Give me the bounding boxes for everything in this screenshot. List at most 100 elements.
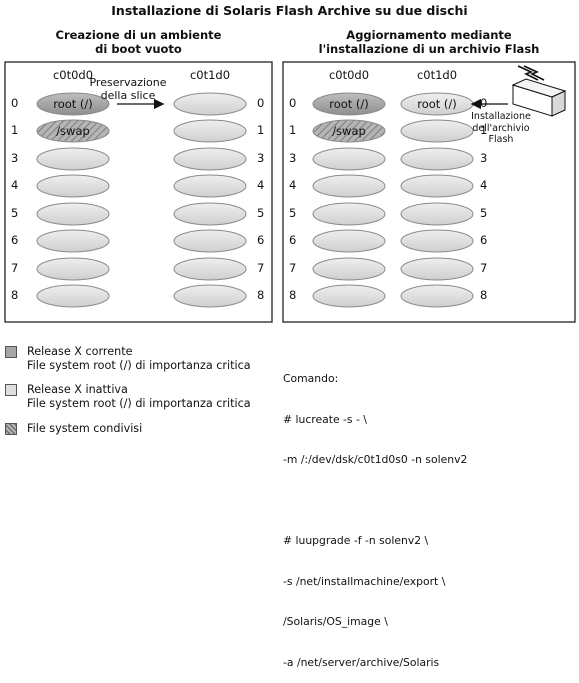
right-panel-c0t0d0-slice-5 (312, 202, 386, 226)
legend-item-shared: File system condivisi (27, 422, 143, 435)
flash-install-label: Installazione dell'archivio Flash (466, 111, 536, 146)
command-block: Comando: # lucreate -s - \ -m /:/dev/dsk… (283, 345, 467, 683)
slice-number-7: 7 (257, 261, 265, 275)
left-disk-swap-slice-label: /swap (56, 124, 90, 138)
install-label-line-1: Installazione (471, 111, 531, 122)
right-panel-disk-c0t0d0-label: c0t0d0 (328, 68, 370, 82)
right-panel-header: Aggiornamento mediante l'installazione d… (283, 28, 575, 56)
slice-number-3: 3 (11, 151, 19, 165)
right-panel-c0t1d0-slice-7 (400, 257, 474, 281)
left-panel-c0t1d0-slice-7 (173, 257, 247, 281)
left-panel-disk-c0t1d0-label: c0t1d0 (189, 68, 231, 82)
slice-number-8: 8 (257, 288, 265, 302)
preservation-label-line-2: della slice (100, 89, 156, 102)
left-panel-frame (4, 61, 273, 323)
legend-item-inactive: Release X inattiva File system root (/) … (27, 383, 251, 410)
left-panel-c0t1d0-slice-6 (173, 229, 247, 253)
slice-number-6: 6 (11, 233, 19, 247)
legend-inactive-line-2: File system root (/) di importanza criti… (27, 396, 251, 410)
left-panel-c0t1d0-slice-4 (173, 174, 247, 198)
slice-number-5: 5 (257, 206, 265, 220)
slice-number-7: 7 (289, 261, 297, 275)
slice-number-4: 4 (289, 178, 297, 192)
left-panel-c0t0d0-slice-8 (36, 284, 110, 308)
right-panel-c0t0d0-slice-6 (312, 229, 386, 253)
slice-number-4: 4 (11, 178, 19, 192)
slice-number-6: 6 (289, 233, 297, 247)
right-panel-c0t1d0-slice-8 (400, 284, 474, 308)
slice-number-0: 0 (480, 96, 488, 110)
install-label-line-2: dell'archivio (472, 122, 530, 134)
left-panel-c0t0d0-slice-0 (36, 92, 110, 116)
command-label: Comando: (283, 372, 339, 385)
left-panel-c0t0d0-slice-6 (36, 229, 110, 253)
lightning-bolt-icon (517, 65, 545, 81)
slice-number-8: 8 (480, 288, 488, 302)
slice-number-3: 3 (289, 151, 297, 165)
left-panel-c0t0d0-slice-1 (36, 119, 110, 143)
right-panel-disk-c0t1d0-label: c0t1d0 (416, 68, 458, 82)
right-panel-c0t0d0-slice-3 (312, 147, 386, 171)
slice-number-3: 3 (257, 151, 265, 165)
legend-swatch-shared (5, 423, 17, 435)
right-panel-frame (282, 61, 576, 323)
install-label-line-3: Flash (488, 134, 514, 145)
right-panel-c0t0d0-swap-slice-label: /swap (332, 124, 366, 138)
slice-number-6: 6 (480, 233, 488, 247)
command-line-blank (283, 494, 467, 508)
right-panel-c0t0d0-slice-8 (312, 284, 386, 308)
legend-current-line-1: Release X corrente (27, 345, 133, 358)
flash-archive-box-icon (511, 78, 567, 117)
slice-number-8: 8 (11, 288, 19, 302)
slice-number-1: 1 (257, 123, 265, 137)
slice-number-7: 7 (480, 261, 488, 275)
right-panel-c0t0d0-slice-7 (312, 257, 386, 281)
slice-number-0: 0 (11, 96, 19, 110)
diagram-title: Installazione di Solaris Flash Archive s… (111, 3, 468, 18)
legend-item-current: Release X corrente File system root (/) … (27, 345, 251, 372)
left-disk-root-slice-label: root (/) (53, 97, 93, 111)
command-line-1: # lucreate -s - \ (283, 412, 367, 426)
slice-number-5: 5 (289, 206, 297, 220)
right-header-line-1: Aggiornamento mediante (346, 28, 512, 42)
left-panel-c0t1d0-slice-8 (173, 284, 247, 308)
slice-number-6: 6 (257, 233, 265, 247)
right-panel-c0t1d0-slice-5 (400, 202, 474, 226)
slice-number-0: 0 (257, 96, 265, 110)
right-panel-c0t1d0-slice-4 (400, 174, 474, 198)
slice-number-4: 4 (480, 178, 488, 192)
slice-number-5: 5 (480, 206, 488, 220)
slice-number-4: 4 (257, 178, 265, 192)
right-panel-c0t0d0-slice-0 (312, 92, 386, 116)
left-panel-c0t0d0-slice-4 (36, 174, 110, 198)
right-header-line-2: l'installazione di un archivio Flash (318, 42, 540, 56)
command-line-5: -s /net/installmachine/export \ (283, 574, 446, 588)
command-line-2: -m /:/dev/dsk/c0t1d0s0 -n solenv2 (283, 453, 468, 466)
left-panel-c0t1d0-slice-5 (173, 202, 247, 226)
left-header-line-2: di boot vuoto (95, 42, 182, 56)
slice-number-7: 7 (11, 261, 19, 275)
legend-swatch-inactive (5, 384, 17, 396)
right-panel-c0t0d0-slice-1 (312, 119, 386, 143)
right-panel-c0t1d0-slice-3 (400, 147, 474, 171)
right-panel-c0t1d0-slice-6 (400, 229, 474, 253)
slice-number-8: 8 (289, 288, 297, 302)
left-panel-c0t0d0-slice-3 (36, 147, 110, 171)
slice-number-5: 5 (11, 206, 19, 220)
left-panel-header: Creazione di un ambiente di boot vuoto (5, 28, 272, 56)
preservation-label-line-1: Preservazione (89, 76, 167, 89)
command-line-7: -a /net/server/archive/Solaris (283, 655, 440, 669)
command-line-6: /Solaris/OS_image \ (283, 615, 388, 628)
right-panel-c0t0d0-root-slice-label: root (/) (329, 97, 369, 111)
legend-swatch-current (5, 346, 17, 358)
legend-inactive-line-1: Release X inattiva (27, 383, 128, 396)
left-panel-c0t0d0-slice-5 (36, 202, 110, 226)
legend-current-line-2: File system root (/) di importanza criti… (27, 358, 251, 372)
right-panel-c0t1d0-root-slice-label: root (/) (417, 97, 457, 111)
right-panel-c0t0d0-slice-4 (312, 174, 386, 198)
left-panel-disk-c0t0d0-label: c0t0d0 (52, 68, 94, 82)
diagram-graphics (4, 61, 576, 323)
slice-number-3: 3 (480, 151, 488, 165)
left-panel-c0t1d0-slice-1 (173, 119, 247, 143)
command-line-4: # luupgrade -f -n solenv2 \ (283, 534, 429, 547)
